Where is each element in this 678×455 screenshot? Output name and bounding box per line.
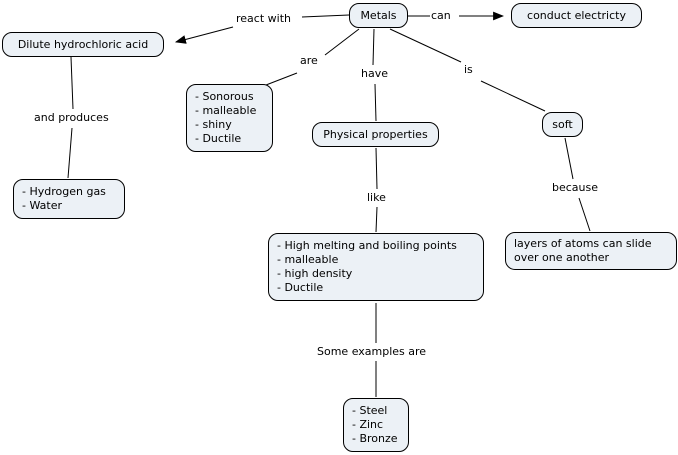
edge-dilute-produces <box>70 56 74 110</box>
edge-produces-hydrogen <box>67 127 73 179</box>
list-item-line: - Ductile <box>195 132 242 145</box>
edge-metals-reactwith <box>301 14 350 18</box>
edge-label-react-with[interactable]: react with <box>236 12 291 25</box>
node-soft[interactable]: soft <box>542 112 583 137</box>
edge-label-some-examples-are[interactable]: Some examples are <box>317 345 427 358</box>
edge-label-because[interactable]: because <box>552 181 599 194</box>
edge-label-are[interactable]: are <box>300 54 318 67</box>
node-conduct-electricity[interactable]: conduct electricty <box>511 3 642 28</box>
list-item-line: - Hydrogen gas <box>22 185 106 198</box>
list-item-line: - high density <box>277 267 353 280</box>
edge-label-have[interactable]: have <box>361 67 388 80</box>
node-physical-properties[interactable]: Physical properties <box>312 122 439 147</box>
edge-metals-is <box>389 28 462 63</box>
list-item-line: - malleable <box>195 104 257 117</box>
list-item-line: - Sonorous <box>195 90 254 103</box>
list-item-line: - High melting and boiling points <box>277 239 457 252</box>
node-examples-list[interactable]: - Steel - Zinc - Bronze <box>343 398 409 452</box>
list-item-line: layers of atoms can slide <box>514 237 652 250</box>
node-metals[interactable]: Metals <box>349 3 408 28</box>
list-item-line: - Zinc <box>352 418 384 431</box>
edge-label-can[interactable]: can <box>431 9 451 22</box>
list-item-line: - Ductile <box>277 281 324 294</box>
edge-physical-like <box>375 147 378 190</box>
list-item-line: - Steel <box>352 404 388 417</box>
node-layers-of-atoms[interactable]: layers of atoms can slide over one anoth… <box>505 232 677 270</box>
edge-like-melting <box>375 206 378 233</box>
list-item-line: - Water <box>22 199 62 212</box>
list-item-line: - shiny <box>195 118 232 131</box>
edge-reactwith-diluteacid-arrow <box>174 26 234 44</box>
edge-soft-because <box>564 137 574 180</box>
list-item-line: - Bronze <box>352 432 398 445</box>
edge-label-and-produces[interactable]: and produces <box>34 111 109 124</box>
edge-metals-are <box>324 28 360 56</box>
edge-are-sonorous <box>265 72 298 86</box>
list-item-line: - malleable <box>277 253 339 266</box>
node-hydrogen-gas-water-list[interactable]: - Hydrogen gas - Water <box>13 179 125 219</box>
node-physical-properties-list[interactable]: - High melting and boiling points - mall… <box>268 233 484 301</box>
node-sonorous-properties-list[interactable]: - Sonorous - malleable - shiny - Ductile <box>186 84 273 152</box>
edge-is-soft <box>480 80 546 112</box>
edge-label-like[interactable]: like <box>367 191 386 204</box>
edge-label-is[interactable]: is <box>464 63 473 76</box>
node-dilute-hydrochloric-acid[interactable]: Dilute hydrochloric acid <box>2 32 164 57</box>
edge-metals-have <box>372 28 375 66</box>
list-item-line: over one another <box>514 251 610 264</box>
edge-because-layers <box>578 197 591 232</box>
edge-have-physical <box>374 83 377 122</box>
